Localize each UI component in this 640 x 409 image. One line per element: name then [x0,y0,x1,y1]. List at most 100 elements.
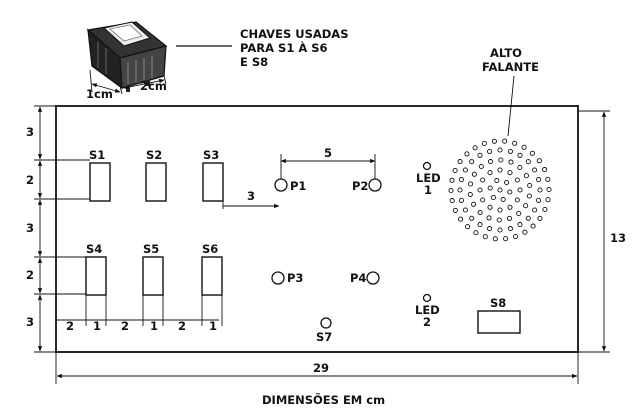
speaker-hole [512,140,518,146]
label-s4: S4 [86,242,102,256]
label-led2-b: 2 [423,315,431,329]
speaker-hole [502,138,508,144]
dim-width: 29 [313,361,329,375]
dim-bottom-1c: 1 [209,319,217,333]
speaker-hole [514,197,520,203]
speaker-hole [525,215,531,221]
switch-s8 [477,310,521,334]
speaker-hole [517,222,523,228]
speaker-hole [542,206,548,213]
speaker-hole [494,177,500,184]
speaker-hole [517,164,523,171]
speaker-hole [452,167,458,174]
speaker-hole [507,204,513,210]
speaker-hole [507,148,513,154]
speaker-hole [480,197,486,203]
speaker-hole [487,185,493,191]
label-s1: S1 [89,148,105,162]
note-line-3: E S8 [240,55,268,69]
speaker-hole [532,207,538,213]
pot-p3 [271,271,285,285]
pot-p1 [274,178,288,192]
speaker-hole [487,204,493,210]
speaker-hole [487,159,494,165]
speaker-hole [504,179,510,186]
dim-bottom-2b: 2 [121,319,129,333]
speaker-hole [546,186,552,193]
pot-p2 [368,178,382,192]
speaker-hole [497,147,503,153]
speaker-hole [507,226,513,232]
label-p2: P2 [352,179,368,193]
label-s5: S5 [143,242,159,256]
speaker-pointer [507,75,515,137]
speaker-hole [452,207,458,213]
speaker-hole [487,148,493,154]
pushbutton-s7 [320,317,332,329]
switch-s6 [201,256,223,296]
speaker-hole [473,230,479,236]
switch-depth-dim: 1cm [86,87,113,101]
speaker-hole [506,215,513,221]
dim-left-2: 2 [26,173,34,187]
speaker-hole [513,233,519,240]
speaker-hole [457,187,463,193]
dim-bottom-1a: 1 [93,319,101,333]
left-dimension-chain [34,105,90,353]
label-led1-a: LED [416,171,441,185]
speaker-hole [503,236,509,242]
speaker-hole [467,191,473,198]
speaker-hole [462,207,468,213]
speaker-hole [532,167,538,173]
speaker-hole [449,198,455,204]
speaker-label-2: FALANTE [482,60,539,74]
speaker-hole [507,170,513,176]
dim-left-4: 2 [26,268,34,282]
speaker-hole [537,187,543,193]
dim-left-1: 3 [26,125,34,139]
speaker-hole [521,144,527,150]
speaker-hole [523,173,529,179]
label-p4: P4 [350,271,366,285]
panel-board [55,105,579,353]
label-s3: S3 [203,148,219,162]
speaker-hole [471,171,477,177]
speaker-hole [458,216,464,222]
speaker-hole [517,187,523,193]
speaker-hole [487,226,493,232]
label-led2-a: LED [415,303,440,317]
dim-bottom-1b: 1 [150,319,158,333]
speaker-hole [471,201,477,207]
speaker-hole [517,152,523,158]
switch-s2 [145,162,167,202]
switch-s5 [142,256,164,296]
speaker-hole [527,182,533,189]
speaker-hole [458,197,464,203]
label-led1-b: 1 [424,183,432,197]
rocker-switch-illustration [86,21,168,95]
speaker-grille [448,138,552,242]
dim-s3-p1: 3 [247,189,255,203]
speaker-hole [492,236,498,242]
speaker-hole [529,150,535,156]
speaker-hole [497,167,503,173]
bottom-dimension-chain [56,295,223,326]
speaker-hole [477,187,483,193]
speaker-hole [526,193,532,199]
speaker-hole [480,177,486,183]
dim-left-5: 3 [26,315,34,329]
dim-p-spacing: 5 [324,146,332,160]
speaker-hole [542,167,548,173]
led-1 [422,161,432,171]
speaker-hole [477,222,483,228]
speaker-hole [500,196,506,203]
speaker-hole [487,170,493,176]
speaker-hole [498,157,504,163]
speaker-hole [523,203,529,209]
label-s7: S7 [316,330,332,344]
speaker-label-1: ALTO [490,46,522,60]
dim-bottom-2c: 2 [178,319,186,333]
speaker-hole [465,224,471,230]
speaker-hole [469,159,475,165]
